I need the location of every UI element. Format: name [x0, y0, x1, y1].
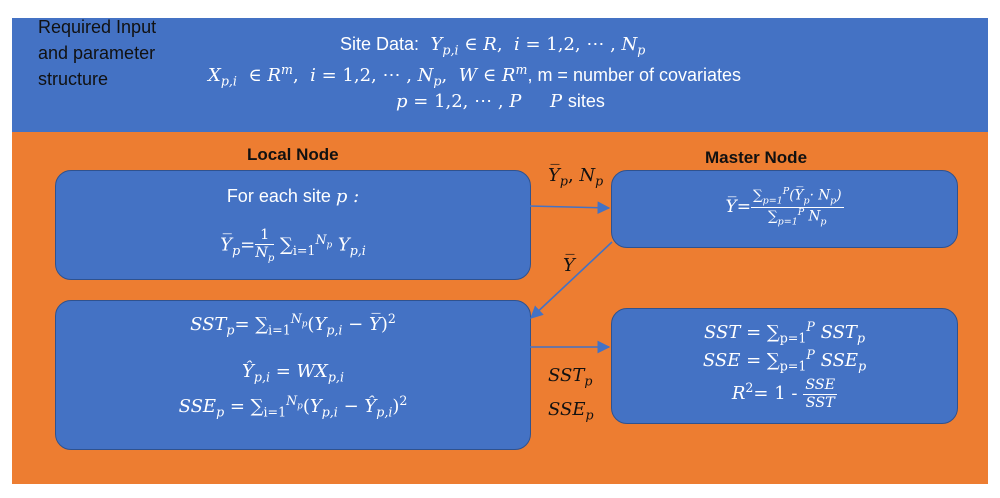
sites-word: sites: [567, 91, 605, 111]
for-each-site-line: For each site p :: [56, 186, 530, 207]
required-input-label: Required Input and parameter structure: [38, 14, 156, 92]
prediction-equation: Ŷp,i = WXp,i: [242, 361, 344, 385]
for-each-site-var: p :: [335, 186, 360, 207]
site-data-equation: Site Data: Yp,i ∈ R, i = 1,2, ⋯ , Np: [340, 34, 646, 58]
required-input-label-line-1: Required Input: [38, 17, 157, 37]
local-sums-box: SSTp= ∑i=1Np(Yp,i − Y̅)2 Ŷp,i = WXp,i SS…: [55, 300, 531, 450]
required-input-label-line-2: and parameter: [38, 43, 156, 63]
global-sse-equation: SSE = ∑p=1P SSEp: [702, 347, 867, 374]
master-node-title: Master Node: [705, 148, 808, 167]
edge-label-mean-count: Y̅p, Np: [548, 165, 604, 189]
global-r2-box: SST = ∑p=1P SSTp SSE = ∑p=1P SSEp R2= 1 …: [611, 308, 958, 424]
local-sst-equation: SSTp= ∑i=1Np(Yp,i − Y̅)2: [190, 311, 396, 338]
input-parameter-panel: [12, 18, 988, 132]
r-squared-minus: = 1 -: [753, 383, 798, 405]
global-mean-equation: Y̅=∑p=1P(Y̅p· Np)∑p=1P Np: [725, 186, 844, 228]
global-sst-equation: SST = ∑p=1P SSTp: [704, 319, 865, 346]
local-node-title: Local Node: [247, 145, 339, 164]
local-sse-equation: SSEp = ∑i=1Np(Yp,i − Ŷp,i)2: [178, 393, 408, 420]
covariate-note: , m = number of covariates: [527, 65, 742, 85]
global-mean-box: Y̅=∑p=1P(Y̅p· Np)∑p=1P Np: [611, 170, 958, 248]
sites-equation: p = 1,2, ⋯ , P P sites: [396, 91, 605, 112]
required-input-label-line-3: structure: [38, 69, 109, 89]
edge-label-sums: SSTp SSEp: [548, 365, 594, 423]
edge-label-global-mean: Y̅: [563, 255, 575, 276]
covariate-equation: Xp,i ∈ Rm, i = 1,2, ⋯ , Np, W ∈ Rm, m = …: [208, 62, 742, 89]
for-each-site-text: For each site: [226, 186, 331, 206]
site-data-label: Site Data:: [340, 34, 420, 54]
